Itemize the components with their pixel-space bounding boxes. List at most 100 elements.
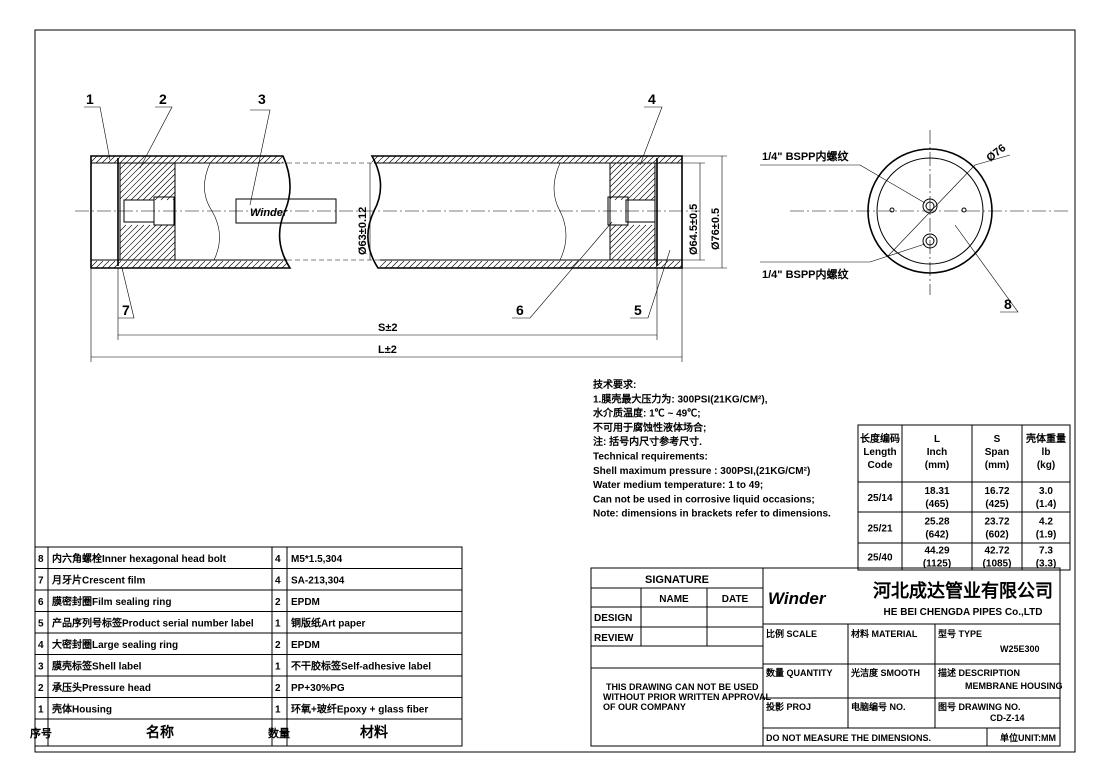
- part-name: 承压头Pressure head: [52, 681, 151, 694]
- hatch-line: [610, 155, 619, 164]
- housing-end-view: 1/4" BSPP内螺纹 1/4" BSPP内螺纹 Ø76: [760, 130, 1070, 295]
- hatch-line: [496, 155, 505, 164]
- hatch-line: [550, 155, 559, 164]
- tech-note-line: Shell maximum pressure : 300PSI,(21KG/CM…: [593, 466, 810, 477]
- hatch-line: [628, 233, 656, 261]
- hatch-line: [532, 155, 541, 164]
- technical-requirements: 技术要求:1.膜壳最大压力为: 300PSI(21KG/CM²), 水介质温度:…: [592, 378, 831, 520]
- review-row-label: REVIEW: [594, 633, 634, 644]
- signature-heading: SIGNATURE: [645, 574, 709, 586]
- tech-note-line: Technical requirements:: [593, 452, 708, 463]
- hatch-line: [119, 224, 151, 256]
- hatch-line: [95, 260, 104, 269]
- inner-diameter-dimension: Ø63±0.12: [357, 207, 369, 255]
- part-number: 2: [38, 683, 44, 694]
- tech-note-line: 不可用于腐蚀性液体场合;: [593, 421, 706, 434]
- part-material: 不干胶标签Self-adhesive label: [291, 660, 431, 673]
- part-name: 大密封圈Large sealing ring: [52, 638, 178, 651]
- spec-header-cell: (mm): [985, 460, 1009, 471]
- part-material: M5*1.5,304: [291, 554, 343, 565]
- spec-value: 25.28: [924, 517, 949, 528]
- hatch-line: [119, 162, 133, 176]
- length-dimension: L±2: [378, 344, 397, 356]
- tech-note-line: 水介质温度: 1℃ ~ 49℃;: [592, 407, 701, 420]
- hatch-line: [456, 260, 465, 269]
- hatch-line: [492, 260, 501, 269]
- spec-value-mm: (602): [985, 530, 1008, 541]
- callout-2: 2: [159, 91, 167, 107]
- hatch-line: [119, 162, 151, 194]
- tech-note-line: Can not be used in corrosive liquid occa…: [593, 494, 815, 505]
- hatch-line: [654, 260, 663, 269]
- part-quantity: 1: [275, 619, 281, 630]
- hatch-line: [520, 155, 529, 164]
- hatch-line: [172, 197, 176, 201]
- hatch-line: [609, 224, 617, 232]
- hatch-line: [150, 235, 176, 261]
- hatch-line: [257, 260, 266, 269]
- tech-note-line: 1.膜壳最大压力为: 300PSI(21KG/CM²),: [593, 392, 768, 405]
- hatch-line: [414, 260, 423, 269]
- hatch-line: [281, 161, 284, 164]
- spec-header-cell: L: [934, 434, 940, 445]
- description-label: 描述 DESCRIPTION: [938, 667, 1020, 678]
- hatch-line: [534, 260, 543, 269]
- smooth-label: 光洁度 SMOOTH: [850, 667, 920, 678]
- part-number: 8: [38, 554, 44, 565]
- hatch-line: [136, 162, 175, 201]
- hatch-line: [160, 185, 176, 201]
- hatch-line: [191, 155, 200, 164]
- part-number: 3: [38, 662, 44, 673]
- hatch-line: [233, 260, 242, 269]
- hatch-line: [239, 260, 248, 269]
- hatch-line: [412, 155, 421, 164]
- hatch-line: [107, 155, 116, 164]
- hatch-line: [185, 155, 194, 164]
- hatch-line: [568, 155, 577, 164]
- hatch-line: [119, 224, 139, 244]
- hatch-line: [504, 260, 513, 269]
- hatch-line: [450, 260, 459, 269]
- hatch-line: [609, 162, 617, 170]
- hatch-line: [624, 260, 633, 269]
- part-quantity: 2: [275, 597, 281, 608]
- hatch-line: [484, 155, 493, 164]
- hatch-line: [609, 224, 635, 250]
- header-name: 名称: [146, 724, 174, 740]
- hatch-line: [402, 260, 411, 269]
- tech-note-line: Water medium temperature: 1 to 49;: [593, 480, 763, 491]
- hatch-line: [113, 155, 122, 164]
- hatch-line: [632, 177, 656, 201]
- spec-header-cell: lb: [1042, 447, 1051, 458]
- hatch-line: [119, 224, 133, 238]
- spec-length-code: 25/40: [867, 553, 892, 564]
- callout-3: 3: [258, 91, 266, 107]
- callout-5: 5: [634, 302, 642, 318]
- hatch-line: [604, 155, 613, 164]
- hatch-line: [269, 260, 278, 269]
- hatch-line: [420, 260, 429, 269]
- callout-1: 1: [86, 91, 94, 107]
- hatch-line: [119, 162, 157, 200]
- hatch-line: [221, 260, 230, 269]
- hatch-line: [382, 155, 391, 164]
- hatch-line: [508, 155, 517, 164]
- hatch-line: [185, 260, 194, 269]
- span-dimension: S±2: [378, 322, 398, 334]
- spec-value: 42.72: [984, 546, 1009, 557]
- part-quantity: 1: [275, 662, 281, 673]
- hatch-line: [167, 260, 176, 269]
- hatch-line: [586, 155, 595, 164]
- hatch-line: [161, 155, 170, 164]
- hatch-line: [137, 155, 146, 164]
- part-material: SA-213,304: [291, 576, 345, 587]
- hatch-line: [438, 260, 447, 269]
- hatch-line: [609, 162, 635, 188]
- hatch-line: [466, 155, 475, 164]
- hatch-line: [540, 260, 549, 269]
- hatch-line: [263, 155, 272, 164]
- outer-diameter-dimension: Ø76±0.5: [710, 208, 722, 250]
- hatch-line: [275, 260, 284, 269]
- callout-4: 4: [648, 91, 656, 107]
- hatch-line: [251, 155, 260, 164]
